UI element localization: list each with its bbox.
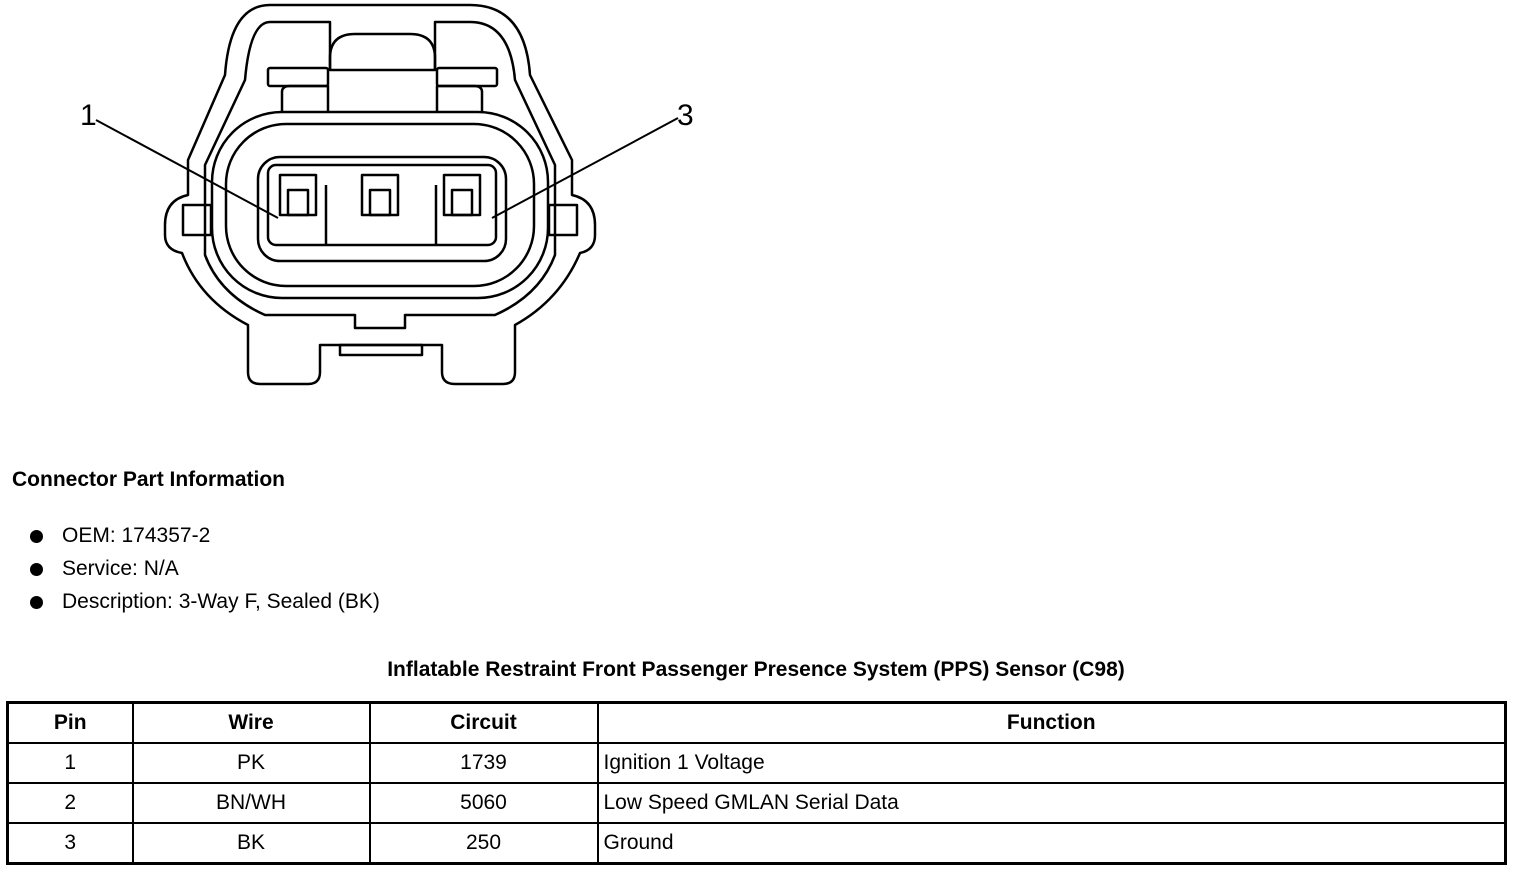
cell-pin: 1 [6, 742, 134, 784]
seal-ring-outer [210, 110, 550, 300]
service-part-number: Service: N/A [62, 557, 179, 580]
side-tab-left [181, 203, 213, 237]
terminal-cavity [256, 155, 508, 263]
callout-3-label: 3 [677, 99, 694, 132]
cell-wire: BN/WH [131, 782, 371, 824]
terminal-3-tab [450, 188, 474, 217]
table-title: Inflatable Restraint Front Passenger Pre… [387, 658, 1125, 681]
bullet-icon [30, 596, 43, 609]
bullet-icon [30, 563, 43, 576]
latch-slot-right [435, 66, 499, 88]
connector-description: Description: 3-Way F, Sealed (BK) [62, 590, 380, 613]
terminal-2 [360, 173, 400, 217]
connector-info-heading: Connector Part Information [12, 468, 286, 491]
terminal-cavity-inner [266, 163, 498, 247]
table-header-row: Pin Wire Circuit Function [6, 701, 1507, 744]
cell-pin: 2 [6, 782, 134, 824]
cell-function: Ground [596, 822, 1507, 865]
connector-latch [328, 32, 437, 70]
seal-ring-inner [224, 122, 536, 288]
cell-wire: PK [131, 742, 371, 784]
cell-function: Ignition 1 Voltage [596, 742, 1507, 784]
cell-function: Low Speed GMLAN Serial Data [596, 782, 1507, 824]
callout-1-leader [95, 119, 279, 219]
connector-info-list: OEM: 174357-2 Service: N/A Description: … [28, 522, 380, 621]
oem-part-number: OEM: 174357-2 [62, 524, 211, 547]
header-circuit: Circuit [368, 701, 599, 744]
list-item: Service: N/A [28, 555, 380, 588]
cell-circuit: 250 [368, 822, 599, 865]
terminal-1 [278, 173, 318, 217]
bullet-icon [30, 530, 43, 543]
header-wire: Wire [131, 701, 371, 744]
callout-1-label: 1 [80, 99, 97, 132]
connector-housing-outline [163, 3, 597, 386]
latch-guide-right [435, 84, 484, 112]
cell-circuit: 1739 [368, 742, 599, 784]
cell-pin: 3 [6, 822, 134, 865]
cell-wire: BK [131, 822, 371, 865]
table-row: 1 PK 1739 Ignition 1 Voltage [6, 742, 1507, 784]
pinout-table: Pin Wire Circuit Function 1 PK 1739 Igni… [6, 701, 1507, 865]
table-row: 2 BN/WH 5060 Low Speed GMLAN Serial Data [6, 782, 1507, 824]
cell-circuit: 5060 [368, 782, 599, 824]
terminal-2-tab [368, 188, 392, 217]
latch-guide-left [280, 84, 330, 112]
list-item: OEM: 174357-2 [28, 522, 380, 555]
header-function: Function [596, 701, 1507, 744]
terminal-3 [442, 173, 482, 217]
latch-slot-left [266, 66, 330, 88]
header-pin: Pin [6, 701, 134, 744]
connector-housing-inner-outline [203, 20, 557, 330]
table-row: 3 BK 250 Ground [6, 822, 1507, 865]
terminal-1-tab [286, 188, 310, 217]
side-tab-right [547, 203, 579, 237]
list-item: Description: 3-Way F, Sealed (BK) [28, 588, 380, 621]
bottom-lock-tab [338, 343, 424, 357]
callout-3-leader [491, 117, 679, 219]
connector-diagram: 1 3 [80, 3, 694, 386]
